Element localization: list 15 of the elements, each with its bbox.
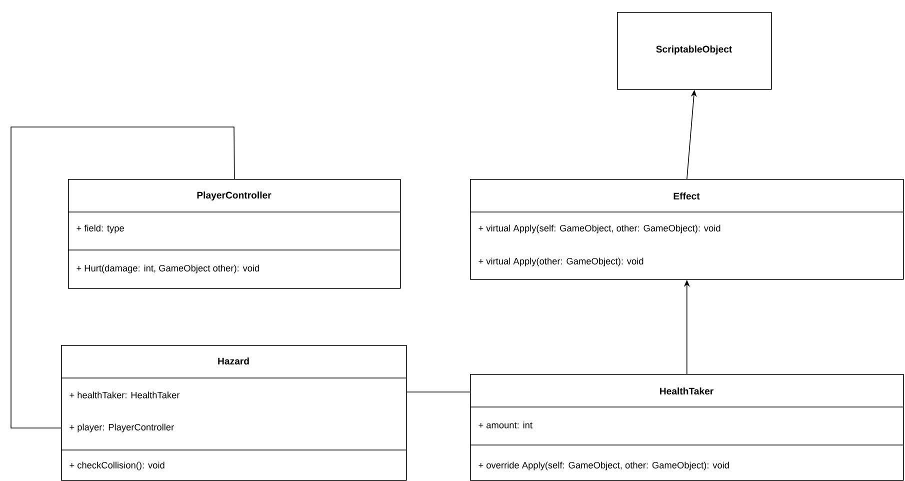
member-text: + healthTaker: HealthTaker [70, 392, 180, 398]
class-name: ScriptableObject [656, 46, 732, 54]
member-text: + override Apply(self: GameObject, other: GameObject): void [478, 462, 729, 470]
class-name: Hazard [218, 357, 249, 365]
member-text: + field: type [76, 224, 124, 234]
class-name: PlayerController [197, 192, 272, 200]
member-text: + checkCollision(): void [70, 462, 164, 470]
member-text: + amount: int [478, 422, 532, 428]
member-text: + virtual Apply(self: GameObject, other: GameObject): void [478, 224, 720, 234]
class-name: HealthTaker [660, 387, 714, 395]
association-line [10, 126, 235, 428]
member-text: + player: PlayerController [70, 424, 174, 432]
member-text: + Hurt(damage: int, GameObject other): void [76, 264, 260, 274]
member-text: + virtual Apply(other: GameObject): void [478, 258, 644, 266]
class-name: Effect [674, 192, 700, 200]
